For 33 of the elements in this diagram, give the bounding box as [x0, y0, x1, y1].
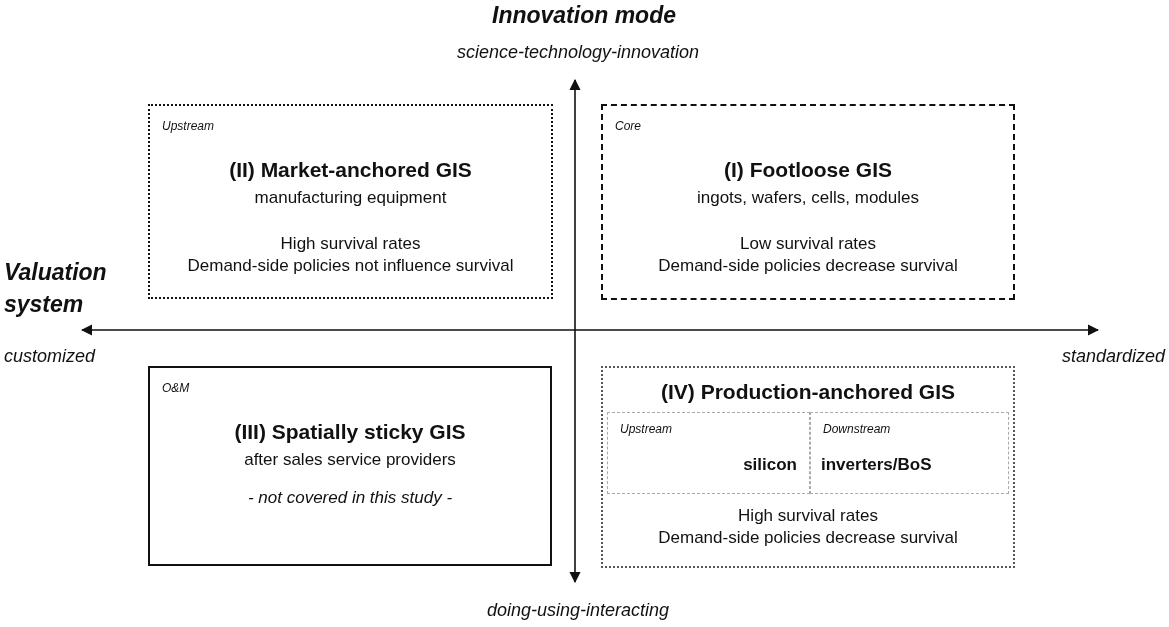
finding-text: Demand-side policies decrease survival — [658, 528, 958, 547]
quadrant-subtitle: after sales service providers — [244, 450, 456, 469]
segment-box — [607, 412, 810, 494]
finding-text: Demand-side policies decrease survival — [658, 256, 958, 275]
finding-text: Low survival rates — [739, 234, 877, 253]
segment-label: silicon — [743, 455, 797, 474]
quadrant-box — [148, 366, 552, 566]
section-tag: Upstream — [162, 119, 214, 133]
section-tag: Core — [615, 119, 641, 133]
axis-pole-label: standardized — [1061, 346, 1165, 367]
segment-box — [810, 412, 1009, 494]
quadrant-heading: (II) Market-anchored GIS — [229, 158, 472, 181]
quadrant-box — [601, 366, 1015, 568]
quadrant-box — [148, 104, 553, 299]
section-tag: Upstream — [620, 422, 672, 436]
quadrant-box — [601, 104, 1015, 300]
section-tag: Downstream — [823, 422, 891, 436]
quadrant-heading: (IV) Production-anchored GIS — [661, 380, 955, 403]
note-text: - not covered in this study - — [247, 488, 453, 507]
axis-pole-label: doing-using-interacting — [486, 600, 670, 621]
axis-title: Innovation mode — [492, 2, 676, 29]
quadrant-subtitle: ingots, wafers, cells, modules — [696, 188, 919, 207]
axis-pole-label: customized — [4, 346, 96, 367]
section-tag: O&M — [162, 381, 190, 395]
finding-text: High survival rates — [738, 506, 878, 525]
axis-pole-label: science-technology-innovation — [456, 42, 700, 63]
quadrant-heading: (III) Spatially sticky GIS — [234, 420, 466, 443]
finding-text: High survival rates — [280, 234, 421, 253]
axis-title: Valuation system — [4, 258, 108, 319]
quadrant-subtitle: manufacturing equipment — [254, 188, 447, 207]
quadrant-heading: (I) Footloose GIS — [724, 158, 892, 181]
finding-text: Demand-side policies not influence survival — [187, 256, 514, 275]
segment-label: inverters/BoS — [821, 455, 932, 474]
